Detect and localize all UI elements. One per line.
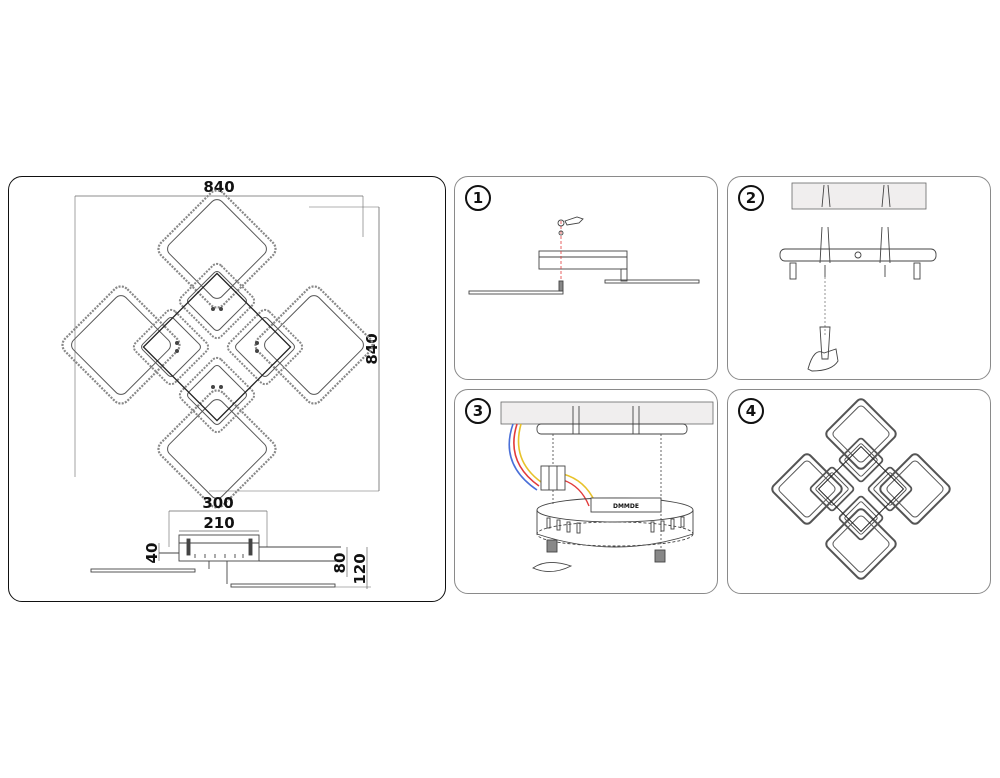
wall-anchor-left — [821, 184, 831, 208]
ceiling-base — [178, 534, 260, 562]
step-2-illustration — [779, 182, 937, 372]
finished-chandelier — [771, 398, 951, 580]
base-outer-dimension-label: 300 — [202, 494, 233, 512]
side-view — [90, 534, 341, 588]
left-arm — [468, 290, 564, 295]
total-height-dimension-label: 120 — [351, 553, 369, 584]
side-screw-right — [913, 262, 921, 280]
step-1-panel: 1 — [454, 176, 718, 380]
top-outer-ring — [157, 189, 277, 309]
step-2-number: 2 — [738, 185, 764, 211]
wall-anchor-right — [881, 184, 891, 208]
mid-height-dimension-label: 80 — [331, 553, 349, 574]
hand-icon — [807, 348, 839, 372]
right-inner-ring — [226, 308, 304, 386]
top-inner-ring — [178, 262, 256, 340]
anchor-bolt-left — [819, 226, 831, 264]
mount-screws — [175, 307, 259, 389]
base-height-dimension-label: 40 — [143, 543, 161, 564]
screwdriver-icon — [564, 216, 584, 226]
foot-left — [546, 539, 558, 553]
terminal-block — [540, 465, 566, 491]
wire-red — [513, 423, 540, 487]
step-4-panel: 4 — [727, 389, 991, 594]
stem — [620, 268, 628, 282]
anchor-bolt-right — [879, 226, 891, 264]
step-3-number: 3 — [465, 398, 491, 424]
dimension-drawing-panel: 840 840 — [8, 176, 446, 602]
left-inner-ring — [132, 308, 210, 386]
step-3-panel: 3 D — [454, 389, 718, 594]
mounting-bar — [779, 248, 937, 262]
driver-unit — [590, 497, 662, 513]
left-ring-profile — [90, 568, 196, 573]
anchor-right — [632, 406, 640, 434]
mounting-bracket — [538, 250, 628, 270]
chandelier-top-view — [61, 189, 374, 509]
mounting-bar — [536, 423, 688, 435]
screwdriver-icon — [819, 326, 831, 360]
step-1-number: 1 — [465, 185, 491, 211]
step-1-illustration — [468, 216, 700, 295]
side-screw-left — [789, 262, 797, 280]
dimension-drawing: 840 840 — [61, 178, 381, 589]
cover-plate — [532, 562, 573, 572]
right-arm — [604, 279, 700, 284]
wire-yellow — [517, 423, 542, 483]
step-3-illustration: DMMDE — [500, 401, 714, 572]
bottom-outer-ring — [157, 389, 277, 509]
driver-label: DMMDE — [613, 503, 639, 510]
width-dimension-label: 840 — [203, 178, 234, 196]
step-2-panel: 2 — [727, 176, 991, 380]
anchor-left — [572, 406, 580, 434]
left-outer-ring — [61, 285, 181, 405]
step-4-number: 4 — [738, 398, 764, 424]
base-inner-dimension-label: 210 — [203, 514, 234, 532]
foot-right — [654, 549, 666, 563]
ceiling-block — [791, 182, 927, 210]
screw-icon — [557, 219, 565, 227]
wire-blue — [508, 423, 538, 491]
step-4-illustration — [771, 398, 951, 580]
ceiling-block — [500, 401, 714, 425]
bottom-inner-ring — [178, 356, 256, 434]
center-frame — [142, 272, 292, 422]
right-ring-profile — [230, 583, 336, 588]
right-outer-ring — [254, 285, 374, 405]
